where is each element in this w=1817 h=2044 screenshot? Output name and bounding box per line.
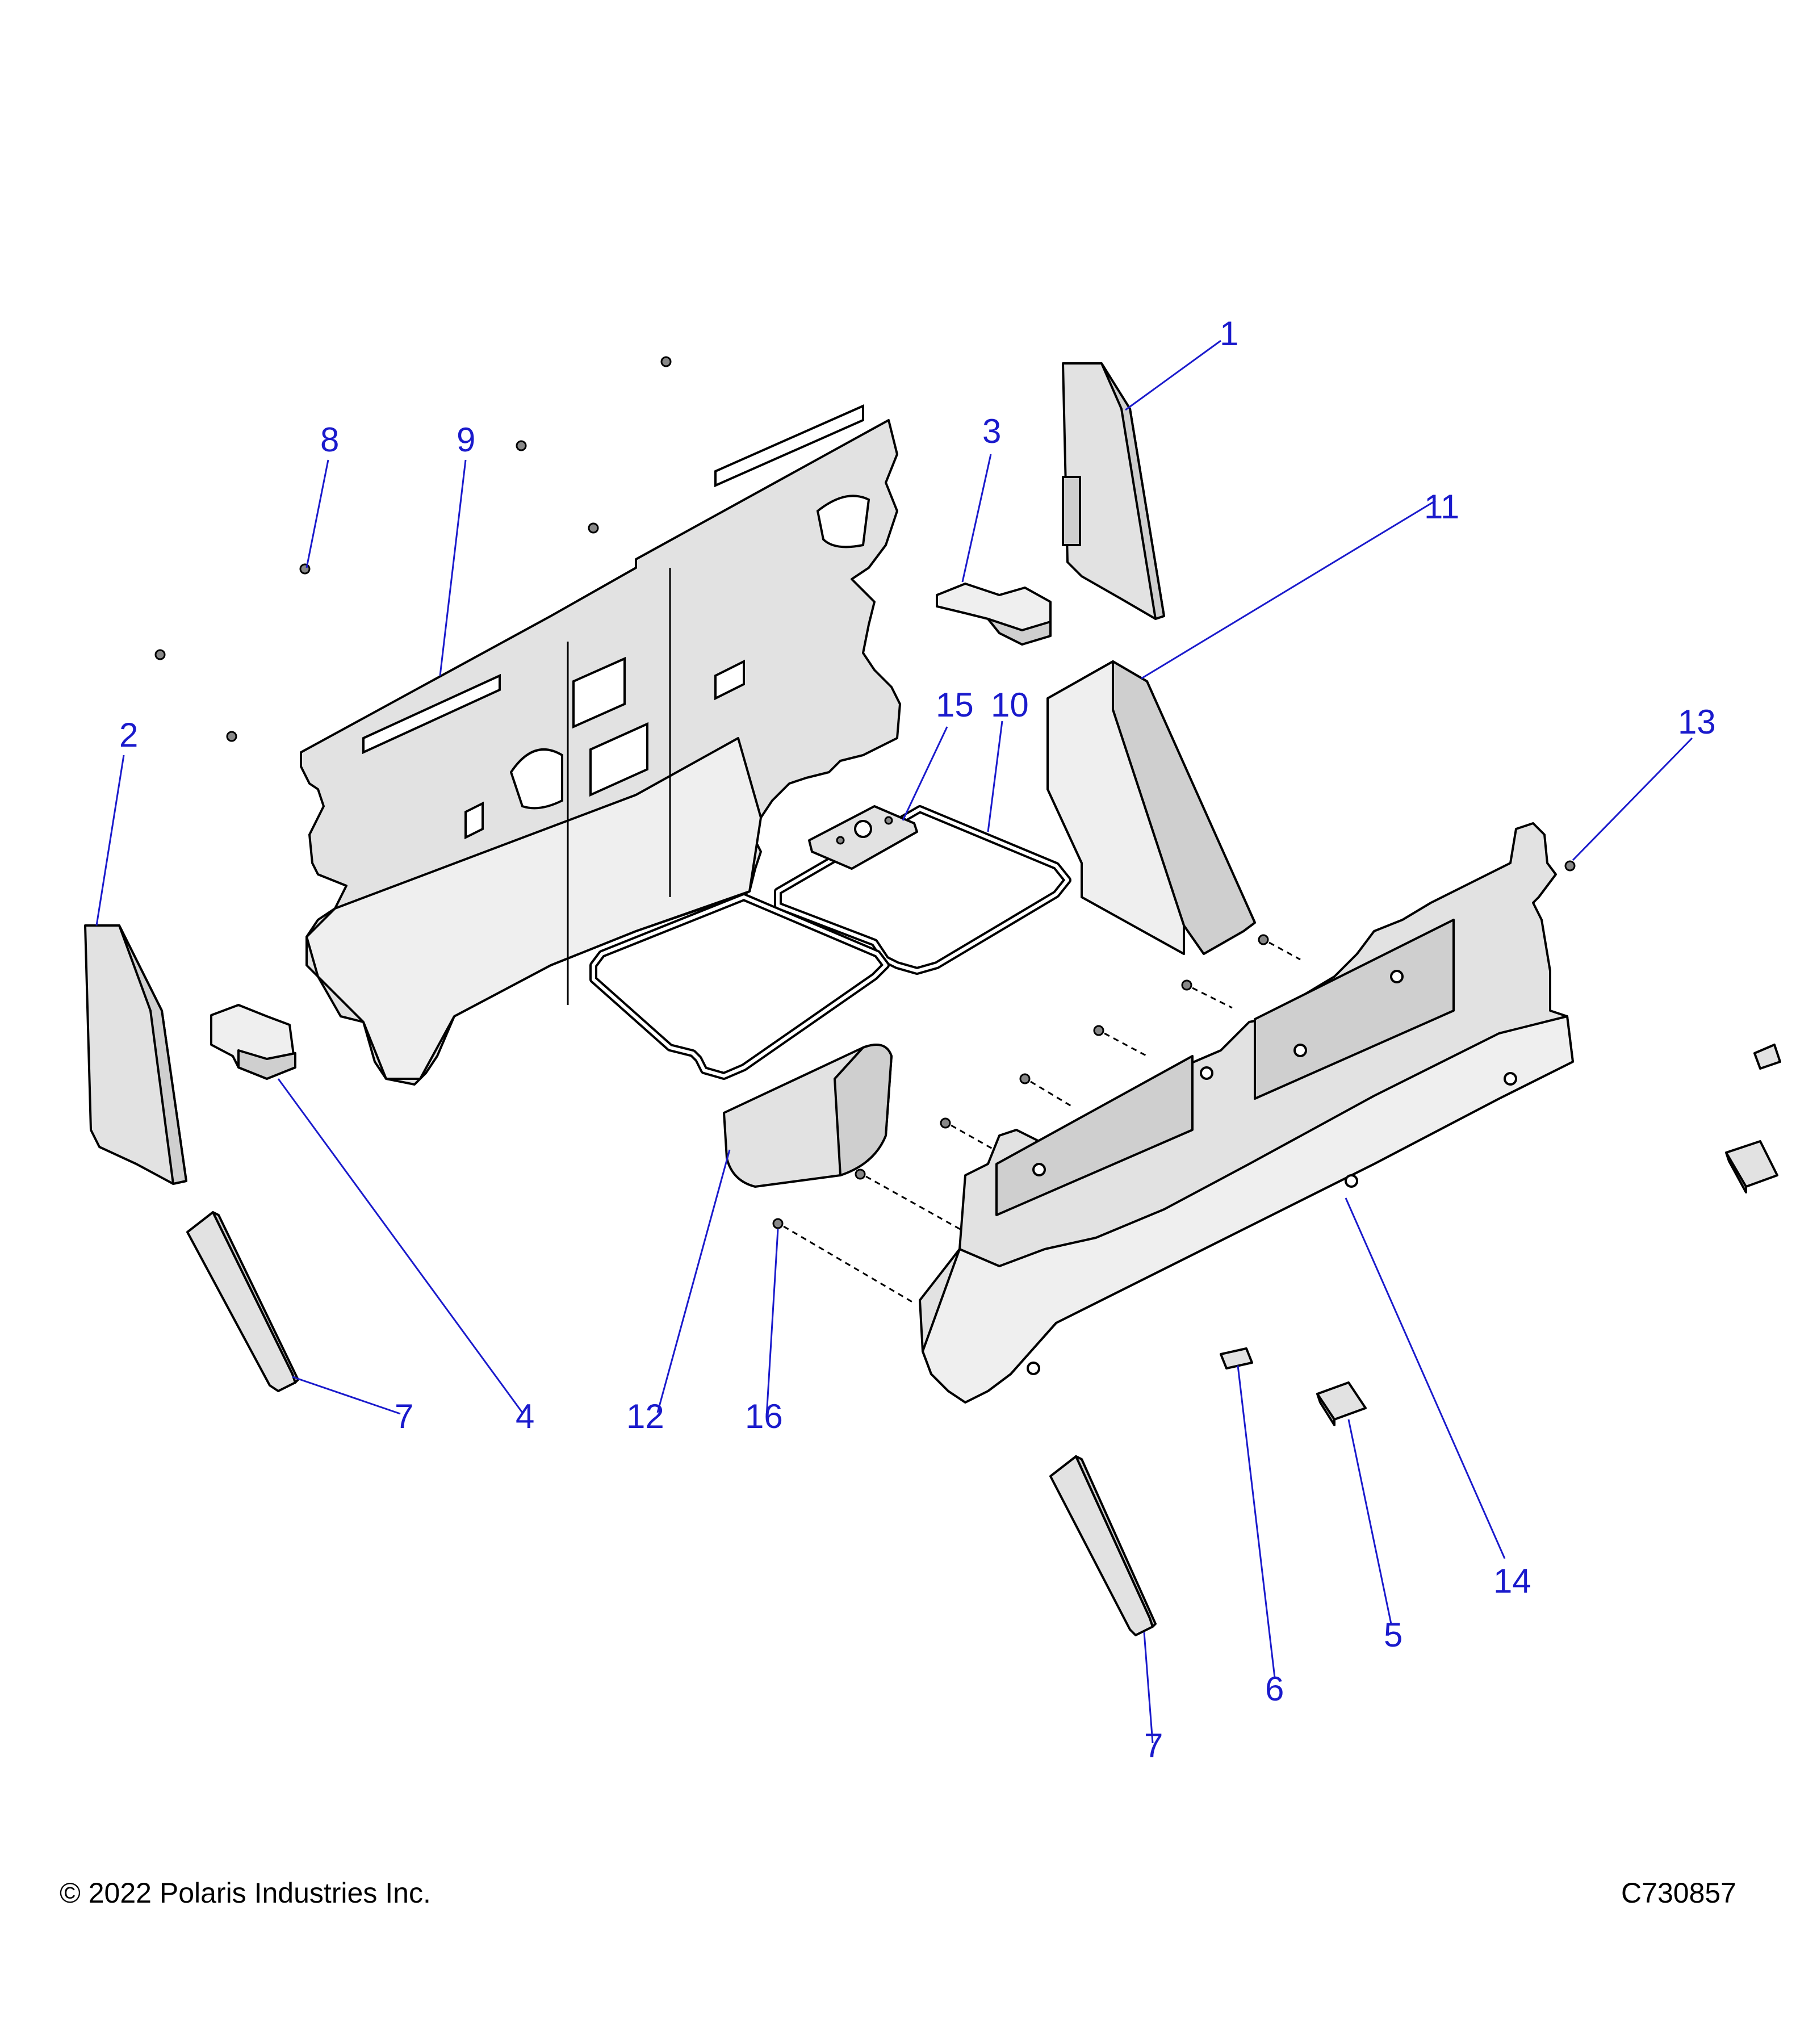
part-10-gasket-left <box>589 893 890 1080</box>
callout-3: 3 <box>982 412 1001 450</box>
drawing-number: C730857 <box>1621 1877 1736 1909</box>
part-4-foam-block <box>210 1004 296 1080</box>
part-7-foam-strip-right <box>1049 1455 1157 1636</box>
part-9-floor-panel <box>300 404 901 1086</box>
callout-6: 6 <box>1265 1670 1284 1708</box>
callout-10: 10 <box>991 686 1029 724</box>
part-13-fastener <box>1564 860 1576 872</box>
callout-5: 5 <box>1384 1616 1402 1654</box>
callout-7a: 7 <box>395 1397 413 1435</box>
callout-4: 4 <box>516 1397 534 1435</box>
part-12-curved-block <box>723 1044 893 1188</box>
callout-8: 8 <box>320 421 339 459</box>
callout-labels: 1 2 3 4 5 6 7 7 8 9 10 11 12 13 14 15 16 <box>119 315 1716 1765</box>
callout-15: 15 <box>936 686 974 724</box>
part-14-rear-panel <box>919 822 1574 1404</box>
callout-14: 14 <box>1493 1562 1531 1600</box>
callout-9: 9 <box>457 421 475 459</box>
leader-lines <box>95 340 1693 1744</box>
part-7-foam-strip-left <box>186 1211 299 1392</box>
callout-13: 13 <box>1678 703 1716 741</box>
callout-7b: 7 <box>1144 1727 1163 1765</box>
part-11-wedge-block <box>1046 660 1256 955</box>
part-6-clip <box>1220 1044 1781 1369</box>
callout-11: 11 <box>1424 488 1459 526</box>
part-16-fasteners <box>772 934 1301 1304</box>
copyright-notice: © 2022 Polaris Industries Inc. <box>60 1877 431 1909</box>
part-8-fasteners <box>154 356 672 742</box>
part-5-pad <box>1316 1381 1367 1426</box>
part-5-pad-alt <box>1725 1140 1778 1193</box>
part-2-side-panel-left <box>84 924 187 1185</box>
callout-1: 1 <box>1220 315 1238 353</box>
part-15-bracket <box>808 805 918 870</box>
part-3-foam-block <box>936 583 1052 646</box>
callout-2: 2 <box>119 716 138 754</box>
part-1-side-panel-right <box>1062 362 1165 620</box>
callout-16: 16 <box>745 1397 783 1435</box>
callout-12: 12 <box>626 1397 664 1435</box>
